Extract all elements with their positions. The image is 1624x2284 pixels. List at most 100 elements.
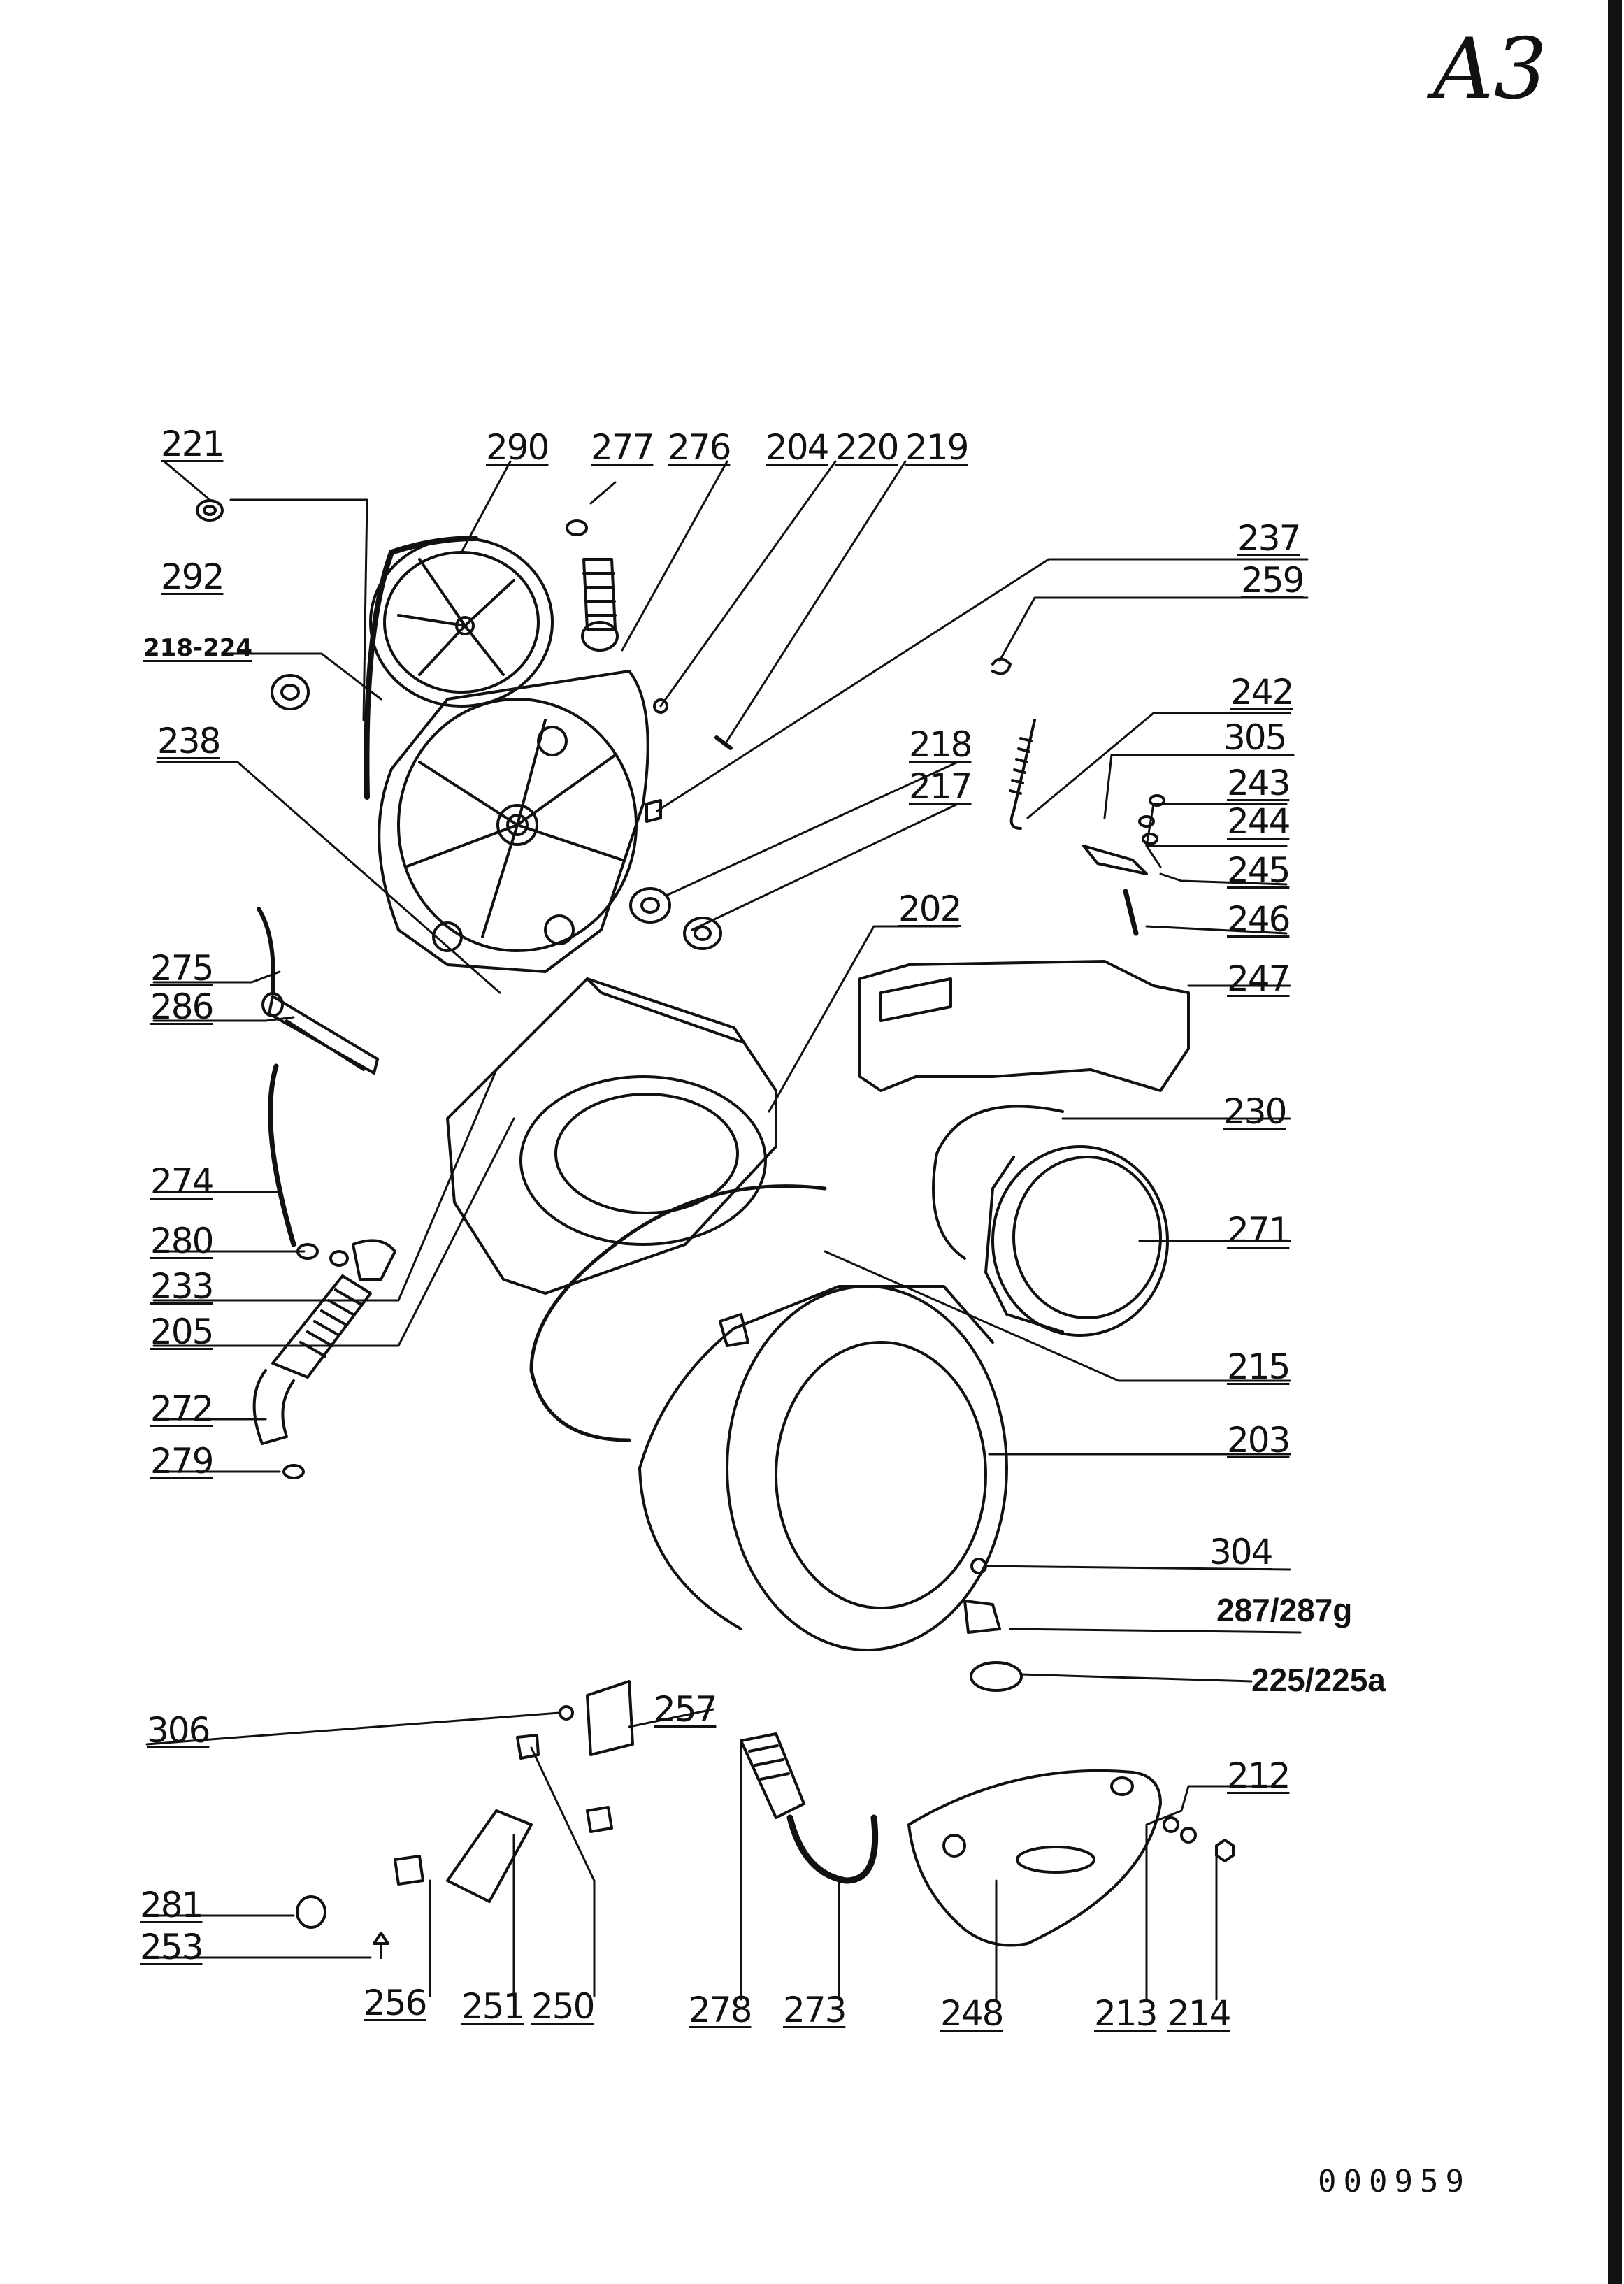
label-292: 292 bbox=[161, 556, 224, 597]
label-279: 279 bbox=[150, 1441, 214, 1481]
label-246: 246 bbox=[1227, 899, 1291, 940]
part-230-ring bbox=[932, 1105, 1064, 1260]
part-275-hose bbox=[257, 907, 275, 995]
label-248: 248 bbox=[940, 1993, 1004, 2034]
label-218: 218 bbox=[909, 724, 972, 765]
part-287-pressure-switch bbox=[963, 1600, 1001, 1634]
label-286: 286 bbox=[150, 986, 214, 1027]
leader-lines bbox=[145, 460, 1309, 2001]
label-204: 204 bbox=[766, 427, 829, 468]
part-203-drum bbox=[638, 1285, 1008, 1651]
part-274-hose bbox=[268, 1063, 296, 1247]
label-230: 230 bbox=[1223, 1091, 1287, 1132]
part-233-connector bbox=[329, 1239, 396, 1281]
part-304-ring bbox=[970, 1558, 987, 1574]
label-242: 242 bbox=[1230, 672, 1294, 712]
part-273-drain-hose bbox=[786, 1814, 879, 1884]
part-225-seal bbox=[970, 1661, 1023, 1692]
part-237-clip bbox=[645, 799, 662, 823]
sheet-corner-label: A3 bbox=[1433, 21, 1548, 118]
label-238: 238 bbox=[157, 721, 221, 761]
part-245-washer bbox=[1142, 833, 1158, 845]
part-251-gasket bbox=[446, 1809, 533, 1903]
page-edge-bar bbox=[1608, 0, 1622, 2284]
label-276: 276 bbox=[668, 427, 731, 468]
part-221-cap bbox=[196, 499, 224, 522]
part-248-counterweight bbox=[907, 1769, 1162, 1947]
label-259: 259 bbox=[1241, 560, 1305, 601]
label-251: 251 bbox=[461, 1986, 525, 2027]
label-203: 203 bbox=[1227, 1420, 1291, 1460]
part-272-elbow bbox=[252, 1369, 295, 1445]
label-305: 305 bbox=[1223, 717, 1287, 758]
part-292-belt bbox=[364, 550, 394, 800]
label-274: 274 bbox=[150, 1161, 214, 1202]
label-281: 281 bbox=[140, 1885, 203, 1925]
label-237: 237 bbox=[1237, 518, 1301, 559]
label-306: 306 bbox=[147, 1710, 210, 1751]
label-245: 245 bbox=[1227, 850, 1291, 891]
part-277-ring bbox=[566, 519, 588, 536]
label-213: 213 bbox=[1094, 1993, 1158, 2034]
part-246-bolt bbox=[1123, 889, 1139, 936]
label-253: 253 bbox=[140, 1927, 203, 1967]
part-205-bellows-hose bbox=[271, 1274, 372, 1379]
label-205: 205 bbox=[150, 1312, 214, 1352]
part-286-heater bbox=[261, 992, 379, 1075]
label-257: 257 bbox=[654, 1689, 717, 1730]
label-247: 247 bbox=[1227, 958, 1291, 999]
part-202-front-tub bbox=[446, 977, 777, 1295]
label-217: 217 bbox=[909, 766, 972, 807]
part-276-bellows bbox=[581, 558, 619, 652]
label-244: 244 bbox=[1227, 801, 1291, 842]
part-280-clamp bbox=[296, 1243, 319, 1260]
part-253-screw bbox=[373, 1932, 389, 1959]
label-250: 250 bbox=[531, 1986, 595, 2027]
label-278: 278 bbox=[689, 1990, 752, 2030]
part-281-foot bbox=[296, 1895, 326, 1929]
part-244-washer bbox=[1138, 815, 1155, 828]
part-220-nut bbox=[653, 698, 668, 714]
label-287-287g: 287/287g bbox=[1216, 1592, 1353, 1628]
label-218-224: 218-224 bbox=[143, 634, 253, 662]
label-280: 280 bbox=[150, 1221, 214, 1261]
part-217-bush bbox=[683, 917, 722, 950]
label-212: 212 bbox=[1227, 1755, 1291, 1796]
part-212-washer bbox=[1163, 1816, 1179, 1833]
part-204-rear-tub bbox=[378, 670, 649, 973]
label-275: 275 bbox=[150, 948, 214, 989]
part-250-clip bbox=[516, 1734, 540, 1760]
part-305-bracket bbox=[1082, 845, 1148, 875]
label-272: 272 bbox=[150, 1388, 214, 1429]
label-219: 219 bbox=[905, 427, 969, 468]
label-256: 256 bbox=[364, 1983, 427, 2023]
label-233: 233 bbox=[150, 1266, 214, 1307]
part-219-screw bbox=[714, 735, 733, 750]
label-221: 221 bbox=[161, 424, 224, 464]
part-271-door-seal bbox=[984, 1145, 1169, 1337]
part-278-hose bbox=[740, 1732, 805, 1819]
part-218-bush bbox=[629, 887, 671, 924]
label-277: 277 bbox=[591, 427, 654, 468]
label-220: 220 bbox=[835, 427, 899, 468]
part-290-pulley bbox=[369, 537, 554, 708]
label-225-225a: 225/225a bbox=[1251, 1662, 1386, 1698]
part-256-clip bbox=[394, 1855, 424, 1886]
label-273: 273 bbox=[783, 1990, 847, 2030]
label-214: 214 bbox=[1167, 1993, 1231, 2034]
label-215: 215 bbox=[1227, 1346, 1291, 1387]
part-218-224-bearing bbox=[271, 674, 310, 710]
part-247-counterweight bbox=[858, 960, 1190, 1092]
part-259-hook bbox=[991, 657, 1012, 675]
part-213-washer bbox=[1180, 1827, 1197, 1844]
drawing-number: 000959 bbox=[1318, 2164, 1471, 2199]
part-257-plate bbox=[586, 1680, 634, 1756]
part-242-spring bbox=[1009, 719, 1036, 830]
part-243-nut bbox=[1149, 794, 1165, 807]
label-271: 271 bbox=[1227, 1210, 1291, 1251]
label-243: 243 bbox=[1227, 763, 1291, 803]
part-214-nut bbox=[1215, 1839, 1235, 1862]
label-202: 202 bbox=[898, 889, 962, 929]
